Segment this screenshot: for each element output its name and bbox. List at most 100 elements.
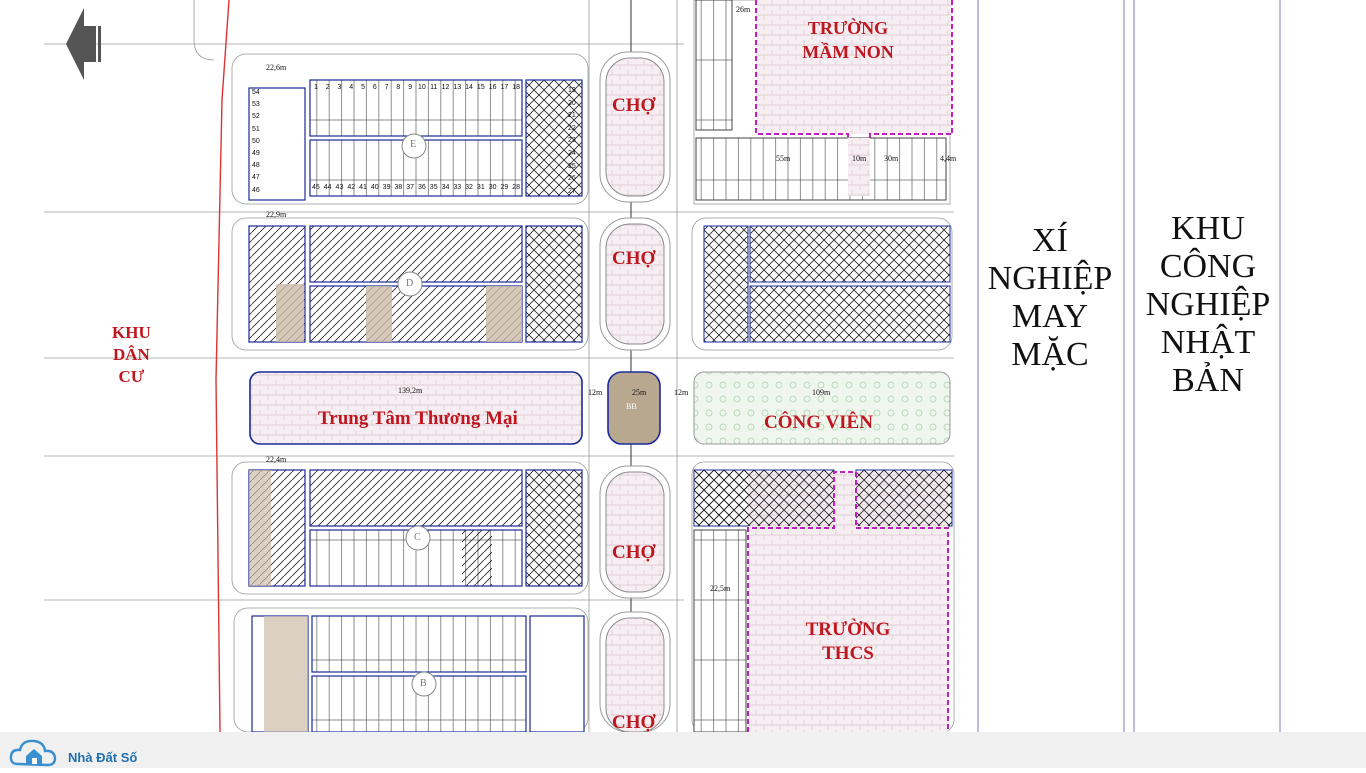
lot-32: 32 [465,184,473,191]
dim-225: 22,5m [710,584,731,593]
lot-9: 9 [408,84,413,91]
lot-34: 34 [441,184,450,191]
lot-16: 16 [488,84,497,91]
lot-row-top: 1 2 3 4 5 6 7 8 9 10 11 12 13 14 15 16 1… [310,84,522,91]
lot-43: 43 [335,184,344,191]
lot-3: 3 [337,84,342,91]
east-upper-zone [693,0,953,205]
label-truong-thcs: TRƯỜNG THCS [805,619,891,664]
lot-17: 17 [500,84,509,91]
lot-39: 39 [382,184,391,191]
block-letter-c: C [414,532,421,543]
lot-35: 35 [429,184,438,191]
commercial-center-plot [249,371,583,445]
lot-49: 49 [252,150,260,158]
dim-229: 22,9m [266,210,287,219]
lot-54: 54 [252,89,260,96]
lot-31: 31 [476,184,485,191]
lot-12: 12 [441,84,450,91]
lot-6: 6 [372,84,377,91]
back-arrow-icon[interactable] [62,4,102,84]
park-plot [693,371,951,445]
lot-36: 36 [418,184,426,191]
lot-24: 24 [568,149,576,157]
dim-25: 25m [632,388,647,397]
lot-27: 27 [568,187,576,195]
lot-4: 4 [349,84,354,91]
block-c [231,461,589,595]
lot-29: 29 [500,184,509,191]
lot-46: 46 [252,186,260,194]
lot-18: 18 [512,84,521,91]
lot-26: 26 [568,175,576,183]
lot-28: 28 [512,184,521,191]
lot-48: 48 [252,162,260,170]
lot-25: 25 [568,162,576,170]
dim-44: 4,4m [940,154,957,163]
label-khu-dan-cu: KHU DÂN CƯ [112,323,151,386]
footer-bar [0,732,1366,768]
industrial-zones [977,0,1281,732]
dim-30b: 30m [884,154,899,163]
block-e [231,53,589,205]
lot-8: 8 [396,84,401,91]
lot-19: 19 [568,87,576,94]
lot-53: 53 [252,101,260,109]
market-plots [599,51,671,732]
lot-column-left: 54 53 52 51 50 49 48 47 46 [252,87,268,197]
label-cho-4: CHỢ [612,712,656,733]
lot-30: 30 [488,184,497,191]
lot-11: 11 [430,84,438,91]
dim-109: 109m [812,388,831,397]
label-cho-1: CHỢ [612,95,656,116]
lot-10: 10 [418,84,426,91]
block-letter-bb: BB [626,402,637,411]
label-trung-tam-thuong-mai: Trung Tâm Thương Mại [318,408,518,429]
label-cong-vien: CÔNG VIÊN [764,412,873,433]
block-b [233,607,589,732]
block-letter-b: B [420,678,427,689]
lot-20: 20 [568,99,576,107]
lot-50: 50 [252,137,260,145]
lot-23: 23 [568,137,576,145]
dim-12b: 12m [674,388,689,397]
lot-5: 5 [361,84,365,91]
house-cloud-logo-icon [8,734,64,768]
lot-1: 1 [313,84,318,91]
label-xi-nghiep-may-mac: XÍ NGHIỆP MAY MẶC [987,222,1113,373]
dim-26: 26m [736,5,751,14]
lot-column-right: 19 20 21 22 23 24 25 26 27 [568,85,580,198]
west-boundary-line [215,0,230,732]
label-cho-3: CHỢ [612,542,656,563]
lot-14: 14 [465,84,473,91]
block-d [231,217,589,351]
lot-42: 42 [347,184,356,191]
dim-10: 10m [852,154,867,163]
block-letter-d: D [406,278,414,289]
east-middle-zone [691,217,953,351]
lot-15: 15 [476,84,485,91]
dim-139: 139,2m [398,386,423,395]
block-letter-e: E [410,139,417,150]
lot-38: 38 [394,184,403,191]
lot-37: 37 [406,184,415,191]
lot-2: 2 [325,84,330,91]
east-lower-zone [691,461,955,732]
brand-name[interactable]: Nhà Đất Số [68,750,138,765]
lot-row-bottom: 45 44 43 42 41 40 39 38 37 36 35 34 33 3… [310,184,522,191]
lot-47: 47 [252,174,260,182]
dim-55: 55m [776,154,791,163]
lot-40: 40 [370,184,379,191]
dim-12a: 12m [588,388,603,397]
lot-52: 52 [252,113,260,121]
lot-7: 7 [384,84,389,91]
lot-21: 21 [568,112,576,120]
lot-51: 51 [252,125,260,133]
label-truong-mam-non: TRƯỜNG MẦM NON [802,18,894,62]
label-khu-cong-nghiep-nhat-ban: KHU CÔNG NGHIỆP NHẬT BẢN [1145,210,1271,399]
dim-226: 22,6m [266,63,287,72]
lot-33: 33 [453,184,462,191]
lot-41: 41 [359,184,367,191]
lot-13: 13 [453,84,462,91]
